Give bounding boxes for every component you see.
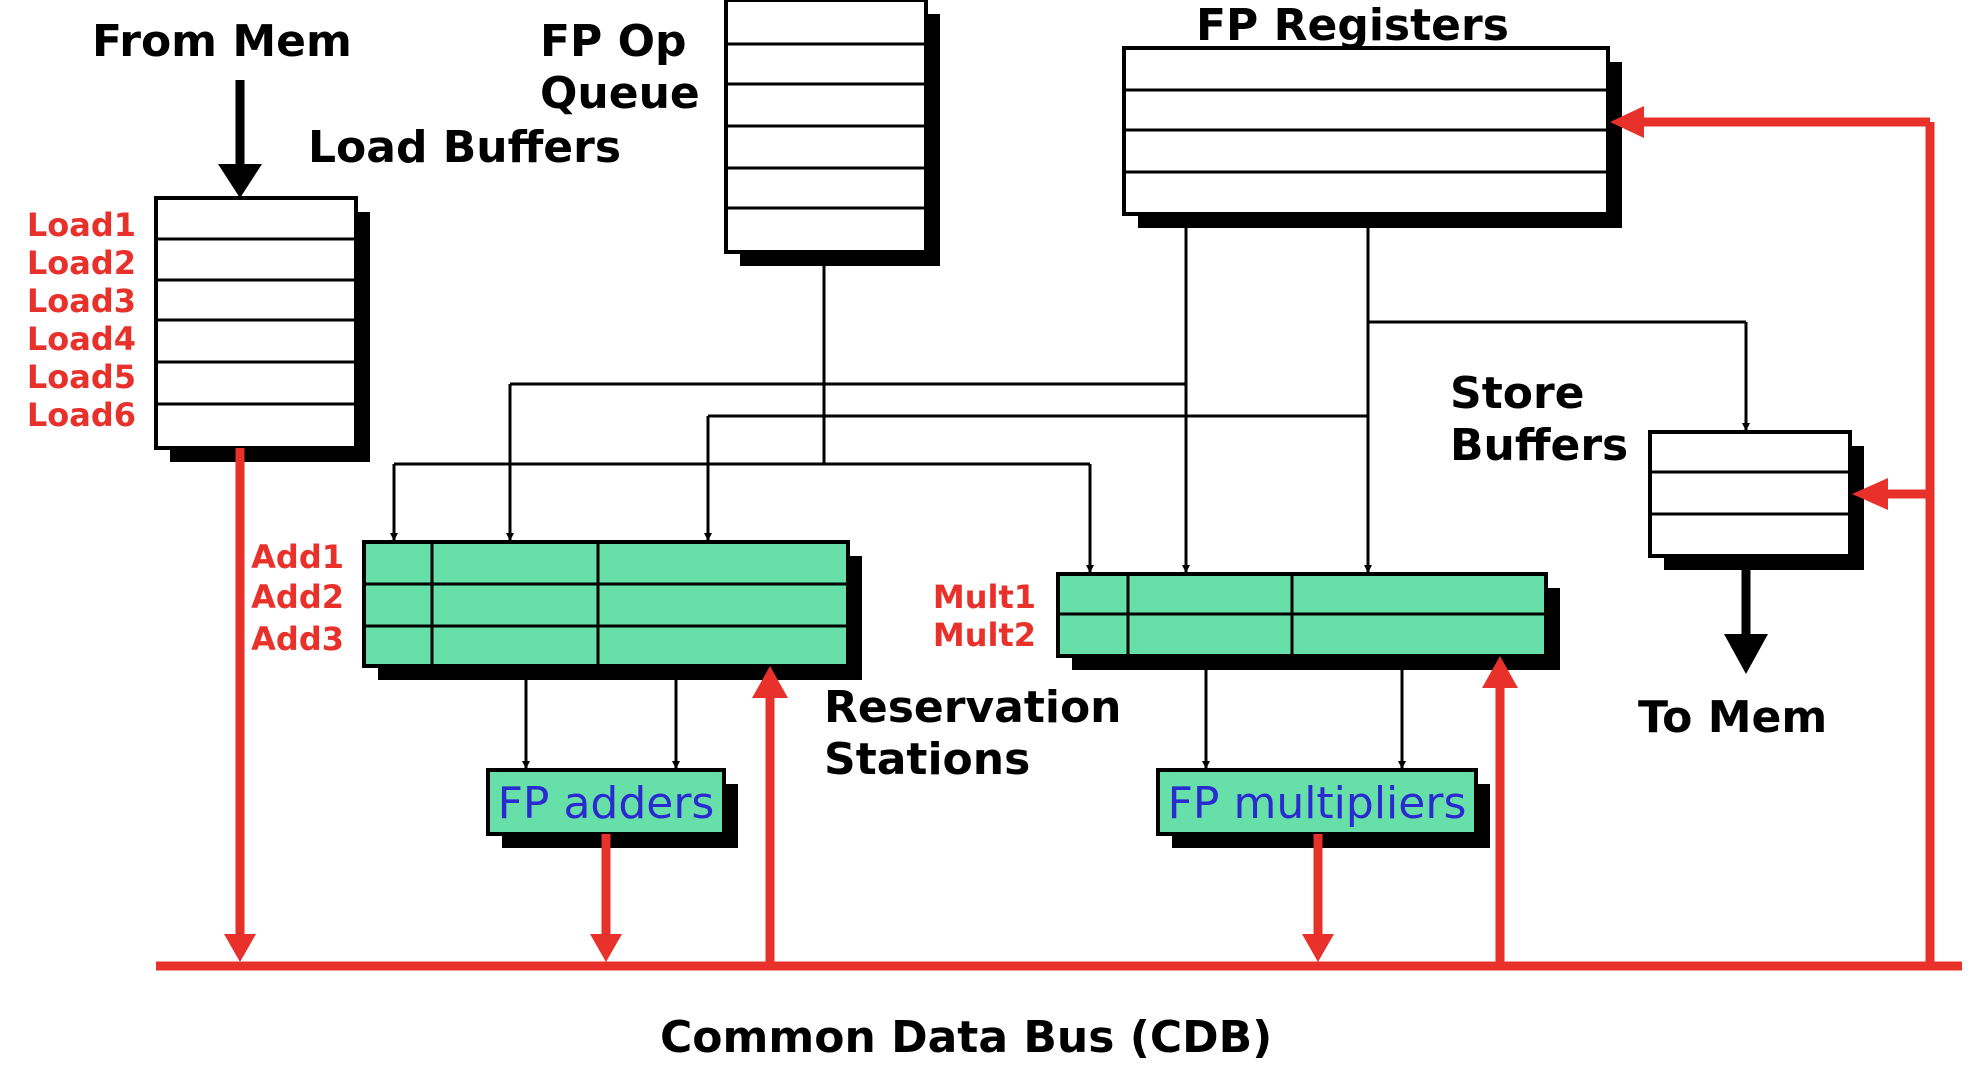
store-buffers-label-1: Store [1450,368,1585,419]
fp-registers [1122,46,1622,228]
fp-adders-unit: FP adders [486,768,738,848]
load-name: Load5 [27,358,136,396]
load-name: Load2 [27,244,136,282]
cdb-label: Common Data Bus (CDB) [660,1012,1272,1063]
common-data-bus [156,106,1962,971]
mult-reservation-stations [1056,572,1560,670]
to-mem-label: To Mem [1638,692,1827,743]
mult-name: Mult2 [933,616,1036,654]
add-reservation-stations [362,540,862,680]
load-buffers-label: Load Buffers [308,122,621,173]
load-buffer-names: Load1 Load2 Load3 Load4 Load5 Load6 [27,206,136,434]
fp-op-queue-label-2: Queue [540,68,700,119]
add-name: Add3 [251,620,344,658]
add-name: Add2 [251,578,344,616]
mult-name: Mult1 [933,578,1036,616]
add-name: Add1 [251,538,344,576]
load-name: Load1 [27,206,136,244]
load-name: Load3 [27,282,136,320]
fp-multipliers-unit: FP multipliers [1156,768,1490,848]
reservation-stations-label-1: Reservation [824,682,1122,733]
store-buffers-label-2: Buffers [1450,420,1628,471]
fp-multipliers-label: FP multipliers [1168,778,1467,829]
load-name: Load4 [27,320,136,358]
black-connections [218,80,1768,769]
reservation-stations-label-2: Stations [824,734,1030,785]
store-buffers [1648,430,1864,570]
load-name: Load6 [27,396,136,434]
fp-adders-label: FP adders [498,778,715,829]
add-station-names: Add1 Add2 Add3 [251,538,344,658]
fp-op-queue [724,0,940,266]
fp-op-queue-label-1: FP Op [540,16,687,67]
fp-registers-label: FP Registers [1196,0,1509,51]
from-mem-label: From Mem [92,16,352,67]
mult-station-names: Mult1 Mult2 [933,578,1036,654]
load-buffers [154,196,370,462]
